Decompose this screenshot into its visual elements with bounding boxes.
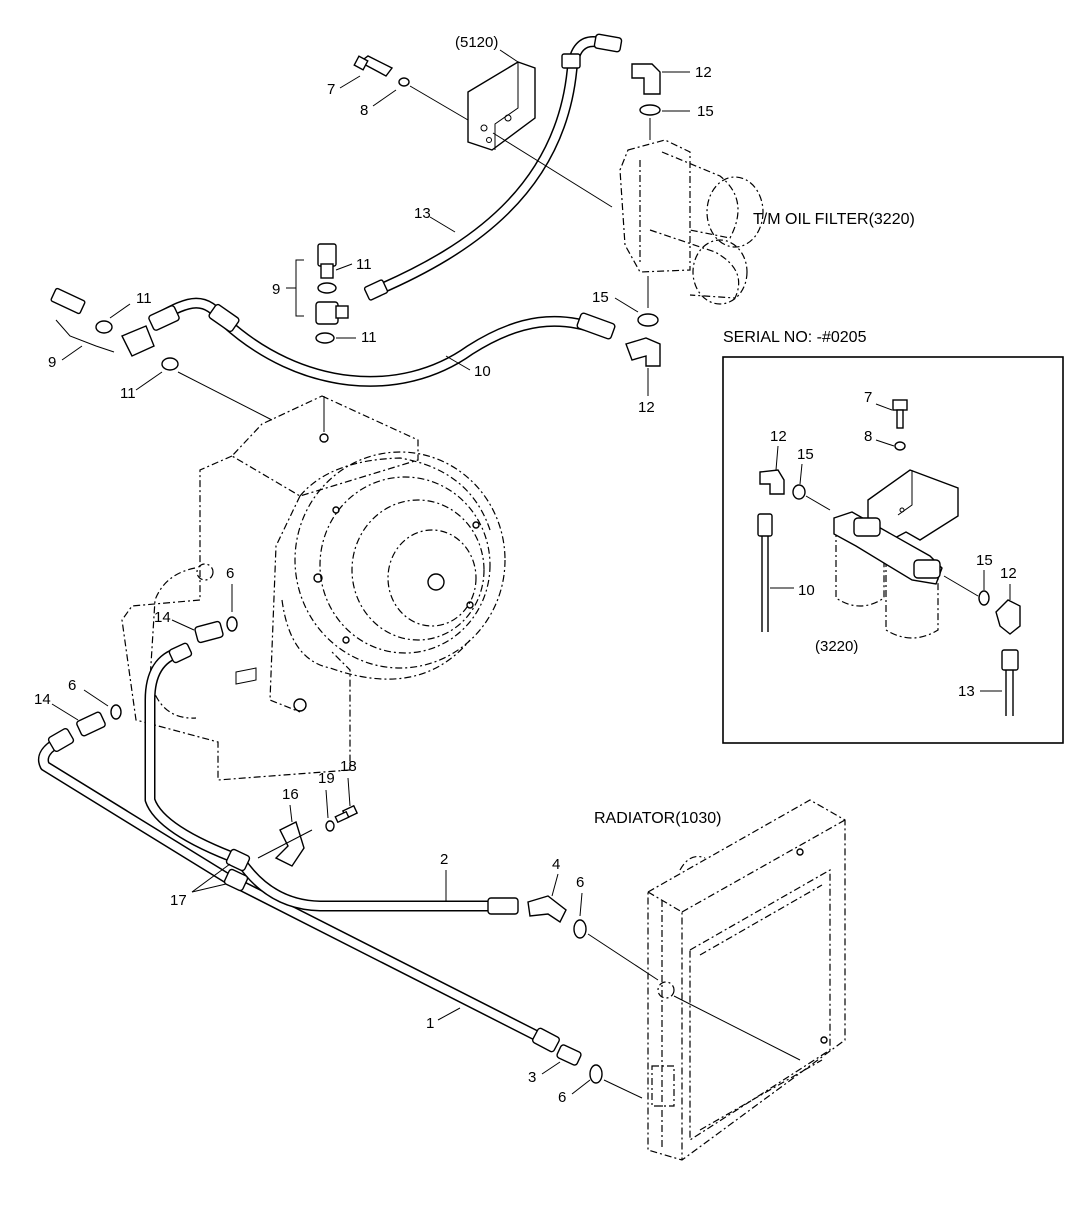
inset-callout-10: 10 bbox=[798, 582, 815, 599]
callout-4: 4 bbox=[552, 856, 560, 873]
callout-6-transmission: 6 bbox=[226, 565, 234, 582]
oring-6-radiator-upper bbox=[573, 919, 587, 939]
inset-callout-13: 13 bbox=[958, 683, 975, 700]
oring-6-radiator-lower bbox=[589, 1064, 603, 1084]
inset-callout-12-left: 12 bbox=[770, 428, 787, 445]
callout-6-radiator-lower: 6 bbox=[558, 1089, 566, 1106]
callout-7: 7 bbox=[327, 81, 335, 98]
callout-12-top: 12 bbox=[695, 64, 712, 81]
inset-washer-8 bbox=[894, 441, 906, 451]
elbow-fitting-4 bbox=[527, 895, 567, 924]
washer-19 bbox=[325, 820, 335, 832]
elbow-fitting-12-lower bbox=[625, 337, 661, 367]
inset-hose-10 bbox=[757, 513, 773, 632]
fitting-group-9-left bbox=[50, 287, 155, 357]
callout-9-a: 9 bbox=[272, 281, 280, 298]
adapter-14-lower bbox=[76, 711, 106, 737]
inset-filter bbox=[833, 469, 959, 639]
bolt-18 bbox=[334, 804, 359, 824]
label-radiator: RADIATOR(1030) bbox=[594, 810, 721, 827]
radiator bbox=[647, 799, 846, 1161]
callout-14-upper: 14 bbox=[154, 609, 171, 626]
callout-19: 19 bbox=[318, 770, 335, 787]
elbow-fitting-12-top bbox=[631, 63, 661, 95]
inset-hose-13 bbox=[1001, 649, 1019, 716]
inset-oring-15-right bbox=[978, 590, 990, 606]
inset-bolt-7 bbox=[892, 399, 908, 429]
callout-13: 13 bbox=[414, 205, 431, 222]
callout-1: 1 bbox=[426, 1015, 434, 1032]
callout-6-radiator-upper: 6 bbox=[576, 874, 584, 891]
clamp-16 bbox=[274, 821, 305, 867]
callout-12-lower: 12 bbox=[638, 399, 655, 416]
inset-callout-7: 7 bbox=[864, 389, 872, 406]
oring-15-top bbox=[639, 104, 661, 116]
callout-18: 18 bbox=[340, 758, 357, 775]
hose-1 bbox=[37, 727, 560, 1053]
adapter-3 bbox=[556, 1044, 582, 1066]
callout-8: 8 bbox=[360, 102, 368, 119]
clip-ring-17b bbox=[223, 868, 249, 892]
callout-11-a: 11 bbox=[356, 256, 372, 273]
tm-oil-filter bbox=[619, 139, 764, 305]
clip-ring-17a bbox=[225, 848, 251, 872]
callout-11-c: 11 bbox=[136, 290, 152, 307]
callout-9-b: 9 bbox=[48, 354, 56, 371]
callout-16: 16 bbox=[282, 786, 299, 803]
callout-11-d: 11 bbox=[120, 385, 136, 402]
callout-15-lower: 15 bbox=[592, 289, 609, 306]
inset-elbow-12-right bbox=[995, 599, 1021, 635]
callout-6-lower: 6 bbox=[68, 677, 76, 694]
adapter-14-upper bbox=[194, 620, 224, 644]
inset-callout-15-right: 15 bbox=[976, 552, 993, 569]
callout-2: 2 bbox=[440, 851, 448, 868]
oring-6-transmission bbox=[226, 616, 238, 632]
hose-2 bbox=[144, 642, 519, 915]
washer-8 bbox=[398, 77, 410, 87]
callout-15-top: 15 bbox=[697, 103, 714, 120]
callout-14-lower: 14 bbox=[34, 691, 51, 708]
inset-callout-15-left: 15 bbox=[797, 446, 814, 463]
label-bracket: (5120) bbox=[455, 34, 498, 51]
inset-label-filter: (3220) bbox=[815, 638, 858, 655]
inset-callout-12-right: 12 bbox=[1000, 565, 1017, 582]
callout-11-b: 11 bbox=[361, 329, 377, 346]
callout-10: 10 bbox=[474, 363, 491, 380]
inset-callout-8: 8 bbox=[864, 428, 872, 445]
mounting-bracket bbox=[467, 61, 536, 151]
fitting-group-9-upper bbox=[286, 243, 349, 344]
inset-oring-15-left bbox=[792, 484, 806, 500]
label-tm-oil-filter: T/M OIL FILTER(3220) bbox=[753, 211, 915, 228]
inset-elbow-12-left bbox=[759, 469, 785, 495]
oring-11 bbox=[161, 357, 179, 371]
oring-6-lower bbox=[110, 704, 122, 720]
hose-10 bbox=[148, 297, 616, 387]
label-serial: SERIAL NO: -#0205 bbox=[723, 329, 867, 346]
callout-17: 17 bbox=[170, 892, 187, 909]
callout-3: 3 bbox=[528, 1069, 536, 1086]
bolt-7 bbox=[353, 55, 394, 77]
transmission-housing bbox=[121, 395, 506, 781]
hose-13 bbox=[363, 33, 623, 301]
oring-15-lower bbox=[637, 313, 659, 327]
